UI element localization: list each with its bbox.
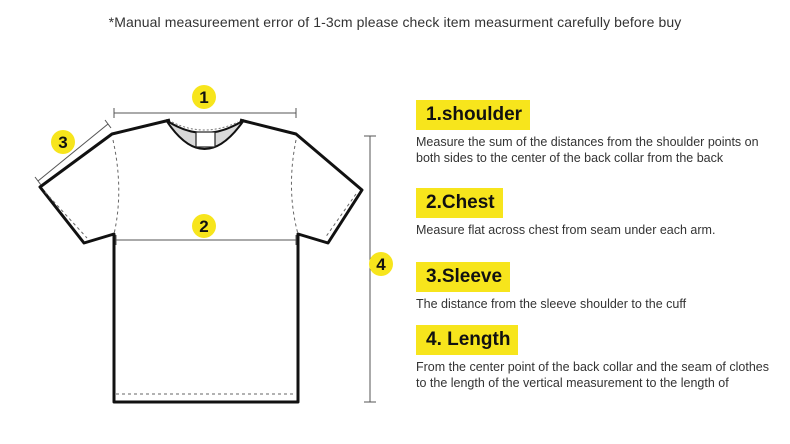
marker-2-badge: 2 xyxy=(192,214,216,238)
section-chest: 2.Chest Measure flat across chest from s… xyxy=(416,188,776,238)
marker-2-number: 2 xyxy=(199,217,208,236)
tshirt-outline xyxy=(38,118,364,404)
sleeve-measure-line xyxy=(34,119,112,186)
marker-1-number: 1 xyxy=(199,88,208,107)
section-length: 4. Length From the center point of the b… xyxy=(416,325,776,391)
section-shoulder: 1.shoulder Measure the sum of the distan… xyxy=(416,100,776,166)
shoulder-description: Measure the sum of the distances from th… xyxy=(416,135,759,165)
shoulder-measure-line xyxy=(113,108,297,118)
chest-description: Measure flat across chest from seam unde… xyxy=(416,223,716,237)
shoulder-heading: 1.shoulder xyxy=(416,100,531,130)
marker-1-badge: 1 xyxy=(192,85,216,109)
length-heading: 4. Length xyxy=(416,325,519,355)
marker-3-badge: 3 xyxy=(51,130,75,154)
sleeve-description: The distance from the sleeve shoulder to… xyxy=(416,297,687,311)
sleeve-heading: 3.Sleeve xyxy=(416,262,511,292)
marker-4-number: 4 xyxy=(376,255,386,274)
length-description: From the center point of the back collar… xyxy=(416,360,769,390)
measurement-error-note: *Manual measureement error of 1-3cm plea… xyxy=(108,14,682,30)
chest-heading: 2.Chest xyxy=(416,188,503,218)
marker-4-badge: 4 xyxy=(369,252,393,276)
chest-measure-line xyxy=(115,235,297,245)
length-measure-line xyxy=(364,135,376,403)
marker-3-number: 3 xyxy=(58,133,67,152)
neck-label xyxy=(195,131,216,148)
section-sleeve: 3.Sleeve The distance from the sleeve sh… xyxy=(416,262,776,312)
